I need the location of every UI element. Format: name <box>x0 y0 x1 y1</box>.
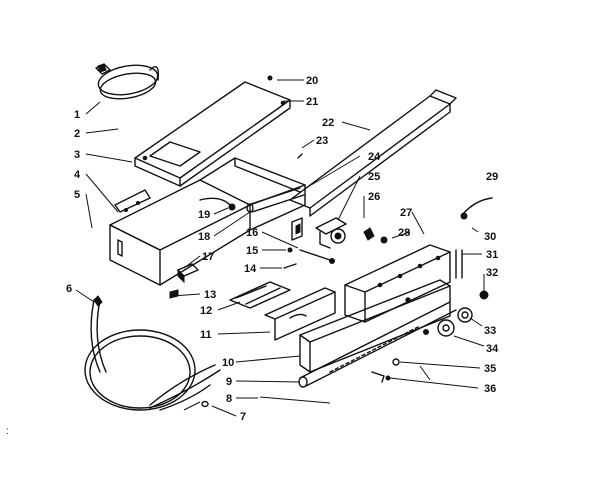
part-15-screw <box>287 247 293 253</box>
edge-mark: : <box>6 426 9 437</box>
leader-lines <box>75 79 485 417</box>
callout-34: 34 <box>486 343 499 355</box>
callout-17: 17 <box>202 251 214 263</box>
callout-18: 18 <box>198 231 210 243</box>
callout-24: 24 <box>368 151 381 163</box>
part-6-wire-bundle <box>84 295 221 411</box>
callout-16: 16 <box>246 227 258 239</box>
callout-8: 8 <box>226 393 232 405</box>
part-14-screw <box>283 263 297 269</box>
part-35-washer <box>392 358 400 366</box>
part-31-pin <box>455 249 463 279</box>
callout-6: 6 <box>66 283 72 295</box>
callout-14: 14 <box>244 263 257 275</box>
callout-5: 5 <box>74 189 80 201</box>
part-29-bulb <box>460 197 493 220</box>
callout-4: 4 <box>74 169 81 181</box>
part-20-screw <box>267 75 273 81</box>
callout-26: 26 <box>368 191 380 203</box>
part-12-plate <box>229 281 291 309</box>
callout-12: 12 <box>200 305 212 317</box>
callout-31: 31 <box>486 249 498 261</box>
callout-35: 35 <box>484 363 496 375</box>
part-26-clip <box>363 227 375 241</box>
callout-15: 15 <box>246 245 258 257</box>
part-16-bolt <box>299 249 335 264</box>
callout-32: 32 <box>486 267 498 279</box>
part-housing <box>109 157 306 286</box>
callout-27: 27 <box>400 207 412 219</box>
callout-3: 3 <box>74 149 80 161</box>
part-10-front-plate <box>299 279 451 373</box>
part-24-bracket <box>291 217 303 241</box>
callout-23: 23 <box>316 135 328 147</box>
part-25-motor <box>315 217 347 249</box>
callout-labels: 1 2 3 4 5 6 7 8 9 10 11 12 13 14 15 16 1… <box>6 75 499 437</box>
part-23-screw <box>297 153 303 159</box>
callout-22: 22 <box>322 117 334 129</box>
callout-13: 13 <box>204 289 216 301</box>
callout-7: 7 <box>240 411 246 423</box>
part-28-nut <box>380 236 388 244</box>
part-36-clip <box>371 371 391 383</box>
part-33-knob <box>457 307 473 323</box>
part-21-top-cover <box>134 81 291 187</box>
callout-30: 30 <box>484 231 496 243</box>
part-32-nut <box>479 290 489 300</box>
callout-9: 9 <box>226 376 232 388</box>
part-1-wire-coil <box>95 63 160 100</box>
part-17-block <box>177 263 199 284</box>
callout-1: 1 <box>74 109 80 121</box>
part-11-window <box>264 287 336 341</box>
part-34-knob <box>423 319 455 337</box>
callout-10: 10 <box>222 357 234 369</box>
part-27-control-panel <box>344 244 451 323</box>
part-8-rod <box>259 396 331 404</box>
callout-29: 29 <box>486 171 498 183</box>
callout-28: 28 <box>398 227 410 239</box>
callout-20: 20 <box>306 75 318 87</box>
callout-19: 19 <box>198 209 210 221</box>
callout-25: 25 <box>368 171 380 183</box>
callout-11: 11 <box>200 329 212 341</box>
callout-36: 36 <box>484 383 496 395</box>
callout-33: 33 <box>484 325 496 337</box>
part-7-ring <box>201 400 209 408</box>
callout-21: 21 <box>306 96 318 108</box>
part-13-clip <box>169 289 179 299</box>
callout-2: 2 <box>74 128 80 140</box>
